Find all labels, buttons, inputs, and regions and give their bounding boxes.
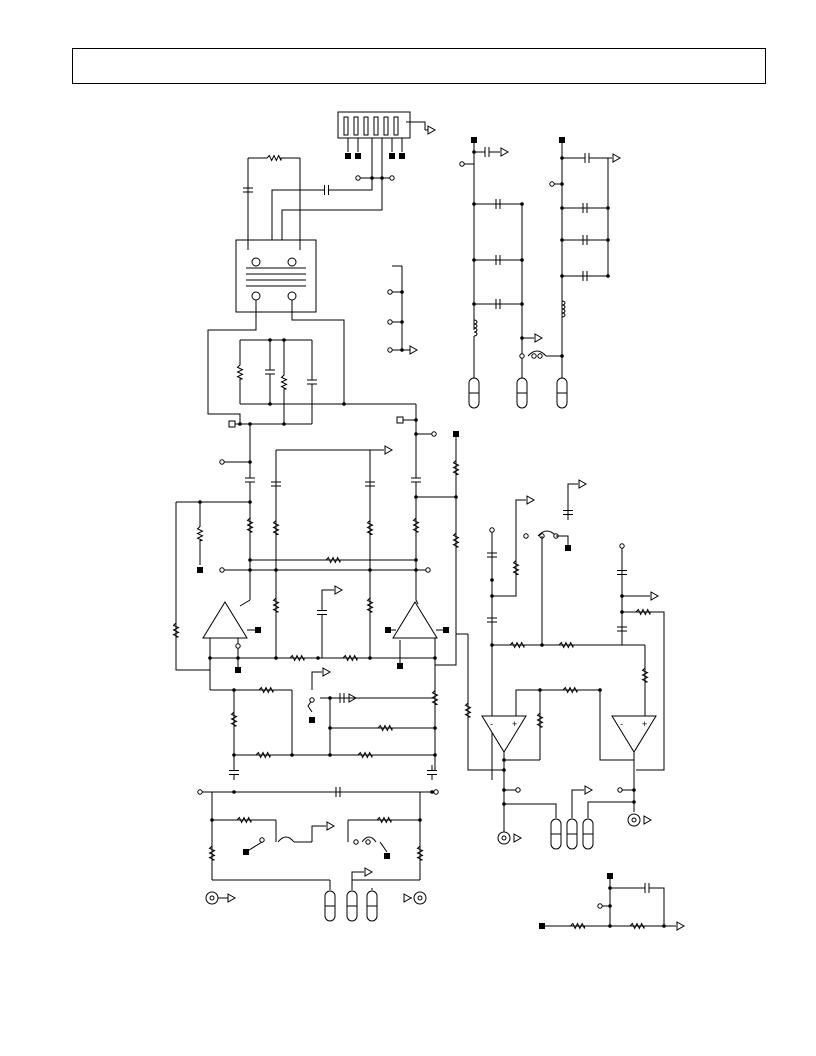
svg-text:+: + (512, 719, 517, 729)
lower-mix-stage (197, 667, 439, 922)
svg-text:+: + (642, 719, 647, 729)
right-amplifier-stage (385, 431, 460, 770)
svg-text:-: - (490, 719, 493, 729)
left-amplifier-stage (172, 424, 435, 690)
header-connector (271, 111, 437, 250)
output-stage: - + - + (456, 479, 665, 850)
svg-text:-: - (620, 719, 623, 729)
title-box (72, 48, 766, 84)
input-filter (228, 338, 437, 470)
transformer (207, 154, 345, 424)
supply-decoupling (387, 137, 622, 409)
bias-network (539, 873, 686, 931)
